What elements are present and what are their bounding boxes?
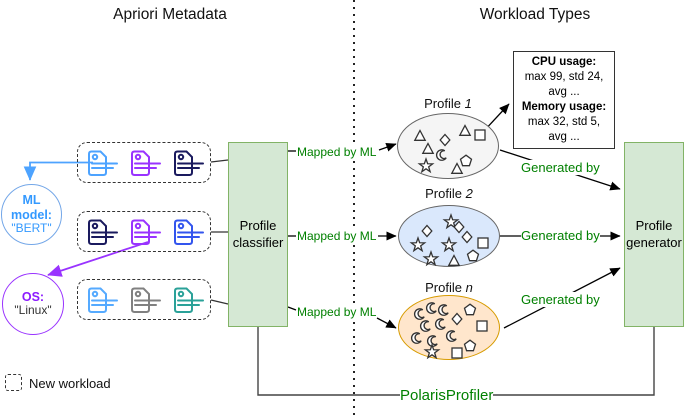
triangle-icon [414, 129, 426, 141]
moon-icon [437, 304, 449, 316]
tag-icon [84, 217, 118, 247]
tag-icon [127, 285, 161, 315]
right-title: Workload Types [479, 6, 591, 23]
cpu-usage-title: CPU usage: [531, 56, 597, 68]
polaris-profiler-label: PolarisProfiler [400, 387, 494, 404]
mapped-by-ml-label-3: Mapped by ML [297, 305, 377, 319]
star-icon [424, 344, 440, 359]
edge-tag-to-os [47, 241, 149, 277]
metadata-group-1 [77, 142, 211, 183]
star-icon [441, 237, 457, 252]
profile-classifier-box: Profile classifier [228, 142, 288, 327]
profile-generator-box: Profile generator [624, 142, 684, 327]
moon-icon [410, 332, 422, 344]
moon-icon [445, 330, 457, 342]
new-workload-legend-label: New workload [29, 376, 111, 391]
edge-group3-classifier [210, 299, 229, 305]
pentagon-icon [463, 303, 477, 316]
generated-by-label-3: Generated by [521, 292, 600, 307]
mapped-by-ml-label-2: Mapped by ML [297, 229, 377, 243]
metadata-group-2 [77, 211, 211, 252]
tag-icon [84, 285, 118, 315]
os-value: "Linux" [14, 303, 52, 318]
diamond-icon [453, 220, 465, 234]
cpu-usage-line2: avg ... [548, 86, 580, 98]
metadata-group-3 [77, 279, 211, 320]
tag-icon [127, 148, 161, 178]
edge-tag-to-ml-model [23, 161, 93, 181]
square-icon [477, 237, 489, 249]
diamond-icon [451, 312, 463, 326]
tag-icon [127, 217, 161, 247]
square-icon [476, 320, 488, 332]
moon-icon [435, 149, 447, 161]
moon-icon [419, 320, 431, 332]
generated-by-label-1: Generated by [521, 160, 600, 175]
profile-2-ellipse [398, 205, 500, 267]
profile-2-label: Profile 2 [425, 186, 473, 201]
os-node: OS: "Linux" [2, 273, 64, 335]
edge-classifier-mapped3 [287, 306, 297, 311]
moon-icon [434, 318, 446, 330]
profile-1-ellipse [397, 113, 499, 179]
os-title: OS: [21, 289, 45, 304]
ml-model-value: "BERT" [11, 220, 52, 235]
diamond-icon [439, 133, 451, 147]
ml-model-node: ML model: "BERT" [1, 184, 62, 245]
memory-usage-line1: max 32, std 5, [527, 116, 601, 128]
edge-group1-classifier [210, 159, 229, 163]
memory-usage-title: Memory usage: [521, 101, 607, 113]
mapped-by-ml-label-1: Mapped by ML [297, 145, 377, 159]
star-icon [418, 158, 434, 173]
edge-mapped1-profile1 [378, 142, 397, 152]
star-icon [423, 251, 439, 266]
ml-model-title: ML model: [11, 193, 52, 222]
moon-icon [413, 308, 425, 320]
tag-icon [170, 285, 204, 315]
left-title: Apriori Metadata [113, 6, 227, 23]
memory-usage-line2: avg ... [548, 131, 580, 143]
tag-icon [170, 148, 204, 178]
diamond-icon [421, 224, 433, 238]
pentagon-icon [459, 154, 473, 167]
triangle-icon [459, 124, 471, 136]
triangle-icon [448, 254, 460, 266]
triangle-icon [451, 162, 463, 174]
edge-mapped3-profilen [376, 317, 397, 329]
moon-icon [425, 302, 437, 314]
square-icon [451, 347, 463, 359]
pentagon-icon [463, 339, 477, 352]
profile-n-ellipse [398, 295, 500, 360]
profile-n-label: Profile n [425, 280, 473, 295]
diamond-icon [461, 230, 473, 244]
new-workload-legend-box [5, 374, 22, 391]
tag-icon [84, 148, 118, 178]
square-icon [474, 129, 486, 141]
cpu-usage-line1: max 99, std 24, [524, 71, 604, 83]
generated-by-label-2: Generated by [521, 228, 600, 243]
pentagon-icon [466, 249, 480, 262]
triangle-icon [422, 142, 434, 154]
profile-1-label: Profile 1 [424, 96, 472, 111]
profile-stats-box: CPU usage: max 99, std 24, avg ... Memor… [513, 51, 615, 149]
star-icon [410, 237, 426, 252]
tag-icon [170, 217, 204, 247]
